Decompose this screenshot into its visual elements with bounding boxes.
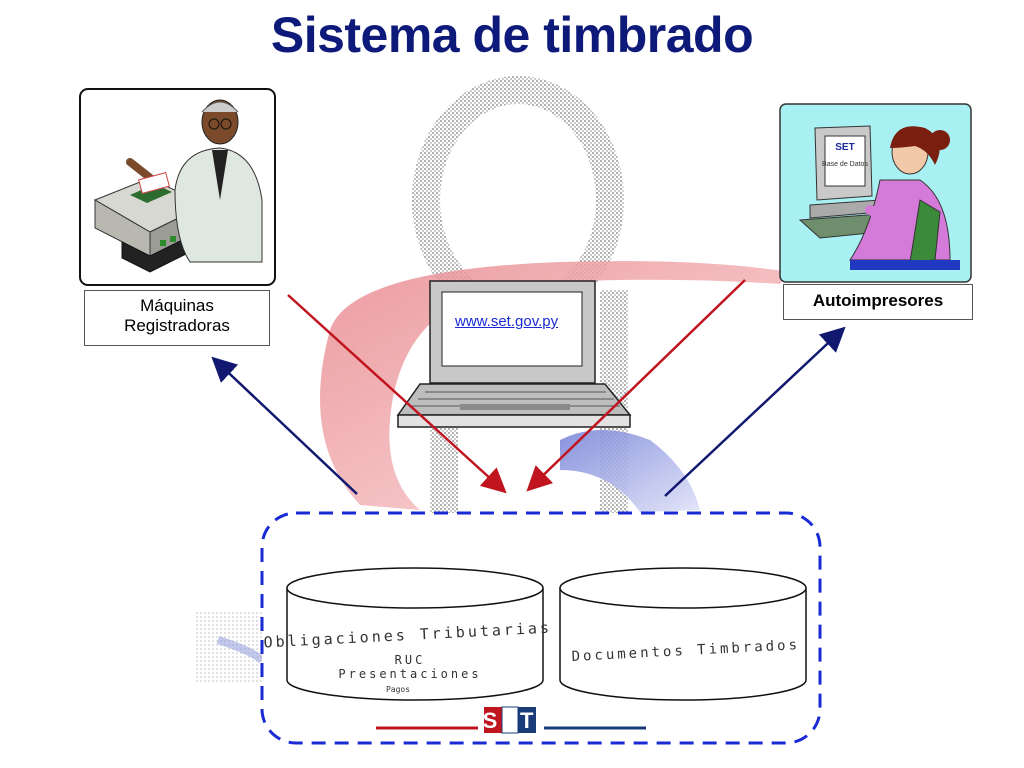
arrow-db-to-auto [664,326,846,497]
database-documentos: Documentos Timbrados [559,567,807,701]
db-left-line3: Pagos [386,685,410,694]
label-maquinas-registradoras: Máquinas Registradoras [84,290,270,346]
arrow-db-to-maquinas [211,356,358,495]
set-logo-text: SET [483,708,538,733]
page-title: Sistema de timbrado [270,7,754,63]
cash-register-illustration [79,88,276,286]
set-logo: SET [376,706,646,734]
label-maquinas-text: Máquinas Registradoras [124,296,230,335]
laptop-illustration [396,280,632,428]
label-autoimpresores: Autoimpresores [783,284,973,320]
flow-arrows [211,279,846,497]
db-left-line2: Presentaciones [338,667,481,681]
database-obligaciones: Obligaciones Tributarias RUC Presentacio… [263,567,552,701]
label-autoimpresores-text: Autoimpresores [812,291,944,310]
screen-logo: SET [835,142,854,153]
screen-label: Base de Datos [822,161,868,168]
db-left-line1: RUC [395,653,426,667]
user-computer-illustration: SET Base de Datos [779,103,972,283]
arrow-maquinas-to-db [287,294,507,494]
arrow-auto-to-db [526,279,746,492]
website-link[interactable]: www.set.gov.py [455,313,559,330]
